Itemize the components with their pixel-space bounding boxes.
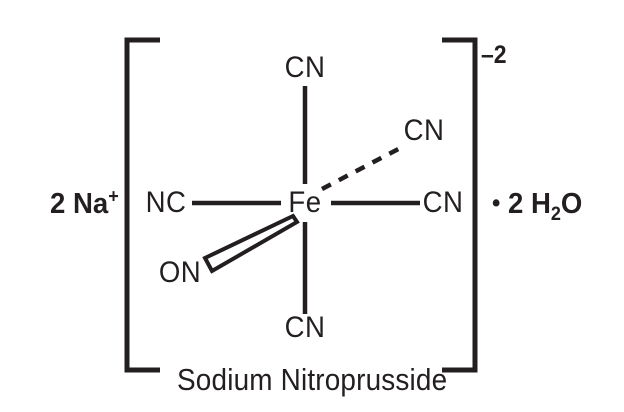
left-bracket-icon [124, 37, 160, 373]
complex-charge-label: –2 [481, 41, 507, 69]
ligand-label-cn-right: CN [422, 186, 464, 219]
ligand-label-nc-left: NC [145, 186, 187, 219]
hydrate-dot-icon: • [492, 189, 501, 217]
sodium-charge-superscript: + [108, 186, 119, 208]
ligand-label-on-lower-left: ON [158, 256, 202, 289]
bond-fe-cn-upper-right-dashed [320, 143, 408, 191]
water-subscript: 2 [550, 203, 561, 225]
ligand-label-cn-upper-right: CN [403, 114, 445, 147]
hydrate-label: • 2 H2O [492, 188, 583, 225]
ligand-label-cn-bottom: CN [284, 311, 326, 344]
sodium-cation-label: 2 Na+ [50, 186, 119, 220]
bond-fe-on-hollow-wedge [202, 213, 300, 274]
ligand-label-cn-top: CN [284, 51, 326, 84]
center-atom-label-fe: Fe [288, 186, 322, 219]
figure-caption: Sodium Nitroprusside [176, 362, 448, 397]
right-bracket-icon [442, 37, 478, 373]
